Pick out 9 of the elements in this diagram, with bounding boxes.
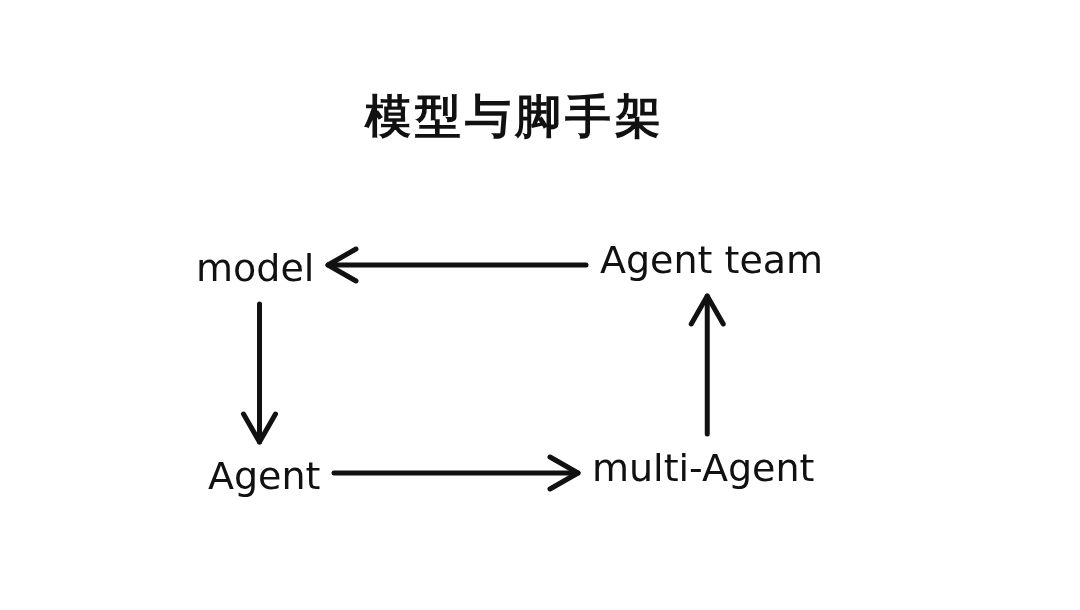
node-label: Agent — [208, 456, 321, 498]
arrow — [331, 454, 581, 492]
arrow — [241, 301, 278, 445]
node-label: model — [196, 248, 315, 290]
arrow — [688, 293, 726, 437]
title: 模型与脚手架 — [363, 88, 666, 145]
node-label: Agent team — [600, 240, 824, 282]
arrow — [325, 246, 589, 284]
node-label: multi-Agent — [592, 448, 815, 490]
